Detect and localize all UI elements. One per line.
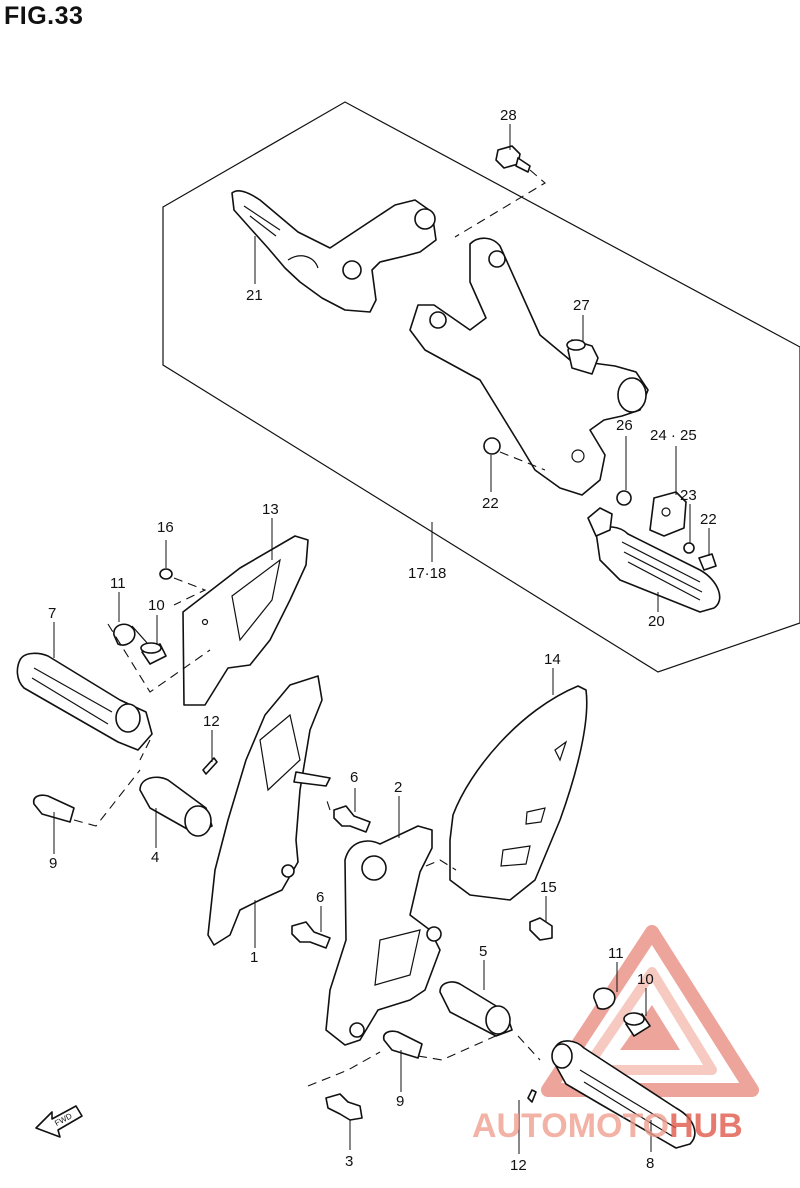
callout-11-right: 11: [608, 945, 624, 962]
callout-27: 27: [573, 297, 590, 314]
callout-5: 5: [479, 943, 487, 960]
callout-1: 1: [250, 949, 258, 966]
heel-guard-13[interactable]: [182, 535, 309, 706]
washer-16[interactable]: [159, 568, 207, 606]
callout-8: 8: [646, 1155, 654, 1172]
forward-direction-arrow: FWD: [35, 1105, 83, 1138]
construction-line: [425, 859, 457, 871]
callout-20: 20: [648, 613, 665, 630]
callout-3: 3: [345, 1153, 353, 1170]
callout-15: 15: [540, 879, 557, 896]
pin-10-left[interactable]: [140, 642, 167, 665]
callout-12-right: 12: [510, 1157, 527, 1174]
kit-outline: [162, 101, 800, 673]
callout-4: 4: [151, 849, 159, 866]
construction-line: [139, 739, 151, 761]
watermark-text-part1: AUTOMOTO: [472, 1107, 669, 1145]
bolt-3[interactable]: [307, 1051, 381, 1121]
pin-9-right[interactable]: [382, 1030, 501, 1061]
construction-line: [107, 623, 211, 693]
callout-labels: 28 21 27 26 24 · 25 23 22 22 22 17·18 20…: [48, 107, 717, 1174]
callout-11-left: 11: [110, 575, 126, 592]
collar-27[interactable]: [566, 339, 599, 375]
callout-24-25: 24 · 25: [650, 427, 697, 444]
bolt-6-lower[interactable]: [291, 921, 331, 949]
leader-lines: [53, 124, 710, 1154]
pivot-4[interactable]: [139, 776, 213, 837]
callout-9-left: 9: [49, 855, 57, 872]
spring-22[interactable]: [698, 553, 717, 571]
bolt-28[interactable]: [454, 145, 546, 238]
watermark-text: AUTOMOTOHUB: [472, 1107, 743, 1145]
heel-guard-14[interactable]: [449, 685, 588, 901]
pivot-5[interactable]: [439, 981, 513, 1037]
rear-footrest-bracket-19[interactable]: [231, 190, 437, 313]
watermark-logo: [541, 925, 759, 1097]
ball-26[interactable]: [616, 490, 632, 506]
callout-28: 28: [500, 107, 517, 124]
footrest-20[interactable]: [587, 507, 721, 613]
callout-13: 13: [262, 501, 279, 518]
cotter-pin-12-left[interactable]: [202, 757, 218, 775]
rear-footrest-plate[interactable]: [409, 237, 649, 496]
footrest-bracket-2[interactable]: [325, 825, 442, 1046]
cotter-pin-12-right[interactable]: [527, 1089, 537, 1103]
svg-text:AUTOMOTOHUB: AUTOMOTOHUB: [472, 1107, 743, 1145]
footrest-bracket-1[interactable]: [207, 675, 331, 946]
footrest-7[interactable]: [16, 652, 153, 751]
construction-line: [517, 1035, 541, 1061]
callout-2: 2: [394, 779, 402, 796]
callout-14: 14: [544, 651, 561, 668]
construction-line: [325, 797, 331, 811]
callout-16: 16: [157, 519, 174, 536]
callout-26: 26: [616, 417, 633, 434]
callout-12-left: 12: [203, 713, 220, 730]
bolt-15[interactable]: [529, 917, 553, 941]
callout-23: 23: [680, 487, 697, 504]
callout-19: 21: [246, 287, 263, 304]
callout-10-left: 10: [148, 597, 165, 614]
spring-11-right[interactable]: [593, 987, 616, 1010]
callout-22-label: 22: [700, 511, 717, 528]
callout-6-upper: 6: [350, 769, 358, 786]
pin-10-right[interactable]: [623, 1012, 651, 1037]
callout-21: 22: [482, 495, 499, 512]
footrest-8[interactable]: [551, 1040, 696, 1149]
callout-7: 7: [48, 605, 56, 622]
callout-9-right: 9: [396, 1093, 404, 1110]
knob-21[interactable]: [483, 437, 546, 471]
ball-23[interactable]: [683, 542, 695, 554]
pin-9-left[interactable]: [32, 769, 141, 827]
callout-10-right: 10: [637, 971, 654, 988]
callout-17-18: 17·18: [408, 565, 446, 582]
watermark-text-part2: HUB: [669, 1107, 743, 1145]
callout-6-lower: 6: [316, 889, 324, 906]
spring-11-left[interactable]: [113, 623, 149, 646]
bolt-6-upper[interactable]: [333, 805, 371, 833]
figure-title: FIG.33: [4, 2, 84, 30]
